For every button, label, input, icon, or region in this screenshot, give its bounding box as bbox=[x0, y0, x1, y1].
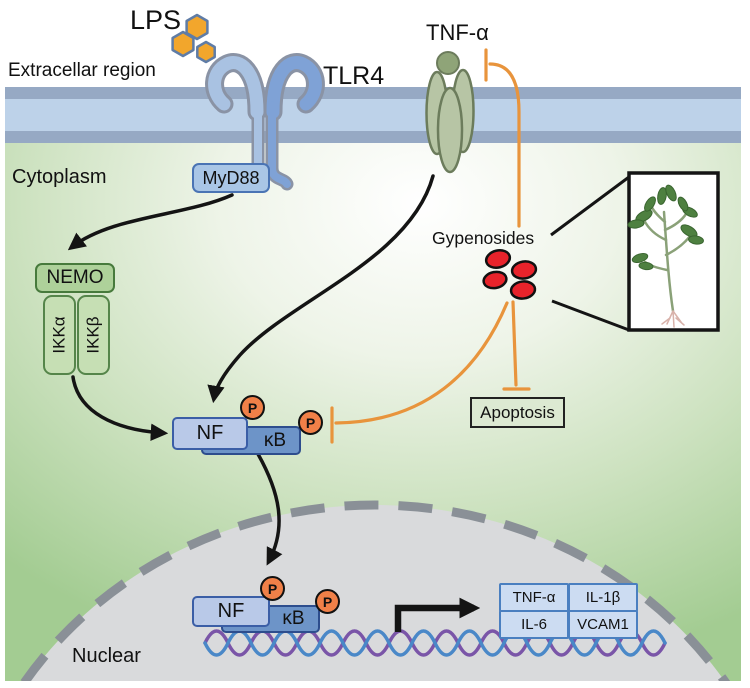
gene-box-vcam1: VCAM1 bbox=[568, 610, 638, 639]
myd88-box: MyD88 bbox=[192, 163, 270, 193]
gypenosides-label: Gypenosides bbox=[432, 228, 535, 248]
arrow-ikk-to-nfkb bbox=[71, 375, 169, 441]
right-margin bbox=[741, 0, 750, 688]
extracellular-region-label: Extracellar region bbox=[8, 60, 156, 81]
plant-callout-lines bbox=[550, 175, 630, 332]
phosphate-badge: P bbox=[315, 589, 340, 614]
gene-box-il-6: IL-6 bbox=[499, 610, 569, 639]
tnf-alpha-label: TNF-α bbox=[426, 20, 489, 45]
inhibit-line-gyp-to-nfkb bbox=[334, 301, 509, 425]
phosphate-badge: P bbox=[240, 395, 265, 420]
kb-subunit-box-nucleus: κB bbox=[221, 605, 320, 633]
transcription-arrow bbox=[394, 597, 481, 632]
bottom-margin bbox=[0, 681, 750, 688]
inhibit-line-gyp-to-tnf bbox=[488, 62, 521, 228]
ikk-alpha-box: IKKα bbox=[43, 295, 76, 375]
lps-molecule-icon bbox=[171, 13, 216, 64]
nuclear-label: Nuclear bbox=[72, 645, 141, 667]
nf-subunit-box-cytoplasm: NF bbox=[172, 417, 248, 450]
apoptosis-box: Apoptosis bbox=[470, 397, 565, 428]
tnf-ligand-icon bbox=[436, 51, 460, 75]
ikk-alpha-label: IKKα bbox=[49, 316, 69, 354]
ikk-beta-label: IKKβ bbox=[83, 316, 103, 354]
ikk-beta-box: IKKβ bbox=[77, 295, 110, 375]
cytoplasm-label: Cytoplasm bbox=[12, 166, 107, 188]
gene-box-il-1b: IL-1β bbox=[568, 583, 638, 612]
tnf-receptor-icon bbox=[425, 68, 475, 174]
nemo-box: NEMO bbox=[35, 263, 115, 293]
inhibit-line-gyp-to-apoptosis bbox=[511, 300, 518, 387]
arrow-nfkb-to-nucleus bbox=[256, 452, 283, 566]
gypenoside-molecule-icon bbox=[482, 249, 538, 300]
plant-illustration bbox=[627, 184, 704, 328]
membrane-core bbox=[5, 99, 741, 131]
phosphate-badge: P bbox=[260, 576, 285, 601]
tlr4-label: TLR4 bbox=[323, 62, 385, 90]
phosphate-badge: P bbox=[298, 410, 323, 435]
arrow-tnfr-to-nfkb bbox=[207, 174, 435, 404]
membrane-outer-leaflet bbox=[5, 87, 741, 99]
lps-label: LPS bbox=[130, 5, 182, 35]
gene-box-tnf-alpha: TNF-α bbox=[499, 583, 569, 612]
left-margin bbox=[0, 87, 5, 681]
arrow-myd88-to-nemo bbox=[67, 193, 234, 251]
membrane-inner-leaflet bbox=[5, 131, 741, 143]
nf-subunit-box-nucleus: NF bbox=[192, 596, 270, 627]
